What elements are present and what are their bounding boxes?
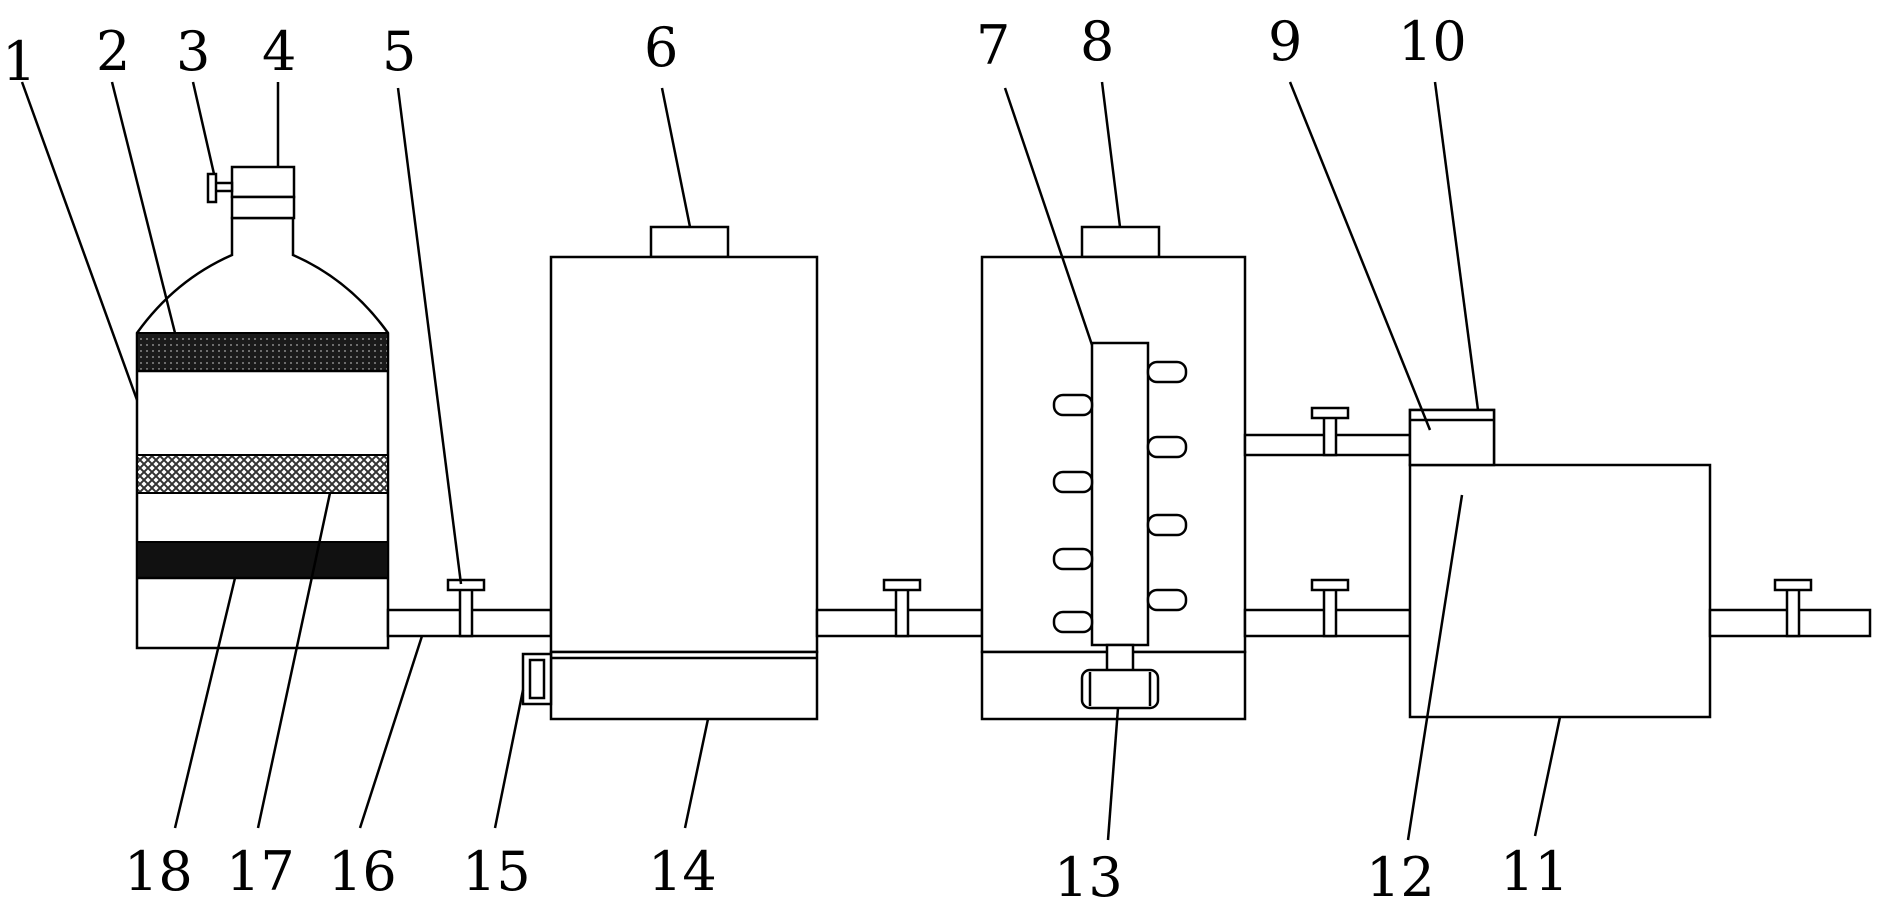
tank-8-top-port (1080, 225, 1161, 259)
label-9: 9 (1268, 10, 1302, 73)
pipe-upper (1243, 406, 1412, 457)
filter-layer-mesh (136, 454, 389, 494)
bottle-tank (135, 165, 390, 650)
valve-1-stem (458, 586, 474, 638)
valve-5-handle (1773, 578, 1813, 592)
tank-6-top-port (649, 225, 730, 259)
label-7: 7 (976, 14, 1010, 77)
label-14: 14 (648, 840, 717, 903)
label-2: 2 (96, 20, 130, 83)
tank-6-base (549, 650, 819, 721)
callout-labels: 1 2 3 4 5 6 7 8 9 10 11 12 13 14 15 16 1… (2, 10, 1569, 903)
filter-layer-top (136, 332, 389, 372)
valve-1-handle (446, 578, 486, 592)
valve-2-stem (894, 586, 910, 638)
pipe-4 (1708, 578, 1872, 638)
pipe-1 (386, 578, 553, 638)
label-13: 13 (1054, 846, 1123, 903)
label-4: 4 (262, 20, 296, 83)
tank-11-body (1408, 463, 1712, 719)
label-10: 10 (1398, 10, 1467, 73)
stirrer-shaft (1090, 341, 1150, 647)
tank-8 (980, 225, 1247, 721)
bottle-cap (230, 165, 296, 199)
bottle-body (135, 216, 390, 650)
valve-2-handle (882, 578, 922, 592)
label-17: 17 (226, 840, 295, 903)
tank-6-body (549, 255, 819, 654)
cap-valve-stem (213, 181, 234, 193)
valve-5-stem (1785, 586, 1801, 638)
bottle-neck (230, 195, 296, 220)
cap-valve-handle (206, 172, 218, 204)
pipe-2 (815, 578, 984, 638)
valve-3-handle (1310, 406, 1350, 420)
tank-6 (521, 225, 819, 721)
label-11: 11 (1500, 840, 1569, 903)
label-8: 8 (1080, 10, 1114, 73)
tank-11 (1408, 408, 1712, 719)
valve-4-handle (1310, 578, 1350, 592)
label-3: 3 (176, 20, 210, 83)
valve-4-stem (1322, 586, 1338, 638)
label-15: 15 (462, 840, 531, 903)
label-1: 1 (2, 30, 36, 93)
label-12: 12 (1366, 846, 1435, 903)
motor (1080, 668, 1160, 710)
label-6: 6 (644, 16, 678, 79)
label-5: 5 (382, 20, 416, 83)
filter-layer-carbon (136, 541, 389, 579)
valve-3-stem (1322, 415, 1338, 457)
leader-lines (20, 81, 1562, 841)
pipe-3 (1243, 578, 1412, 638)
label-16: 16 (328, 840, 397, 903)
label-18: 18 (124, 840, 193, 903)
